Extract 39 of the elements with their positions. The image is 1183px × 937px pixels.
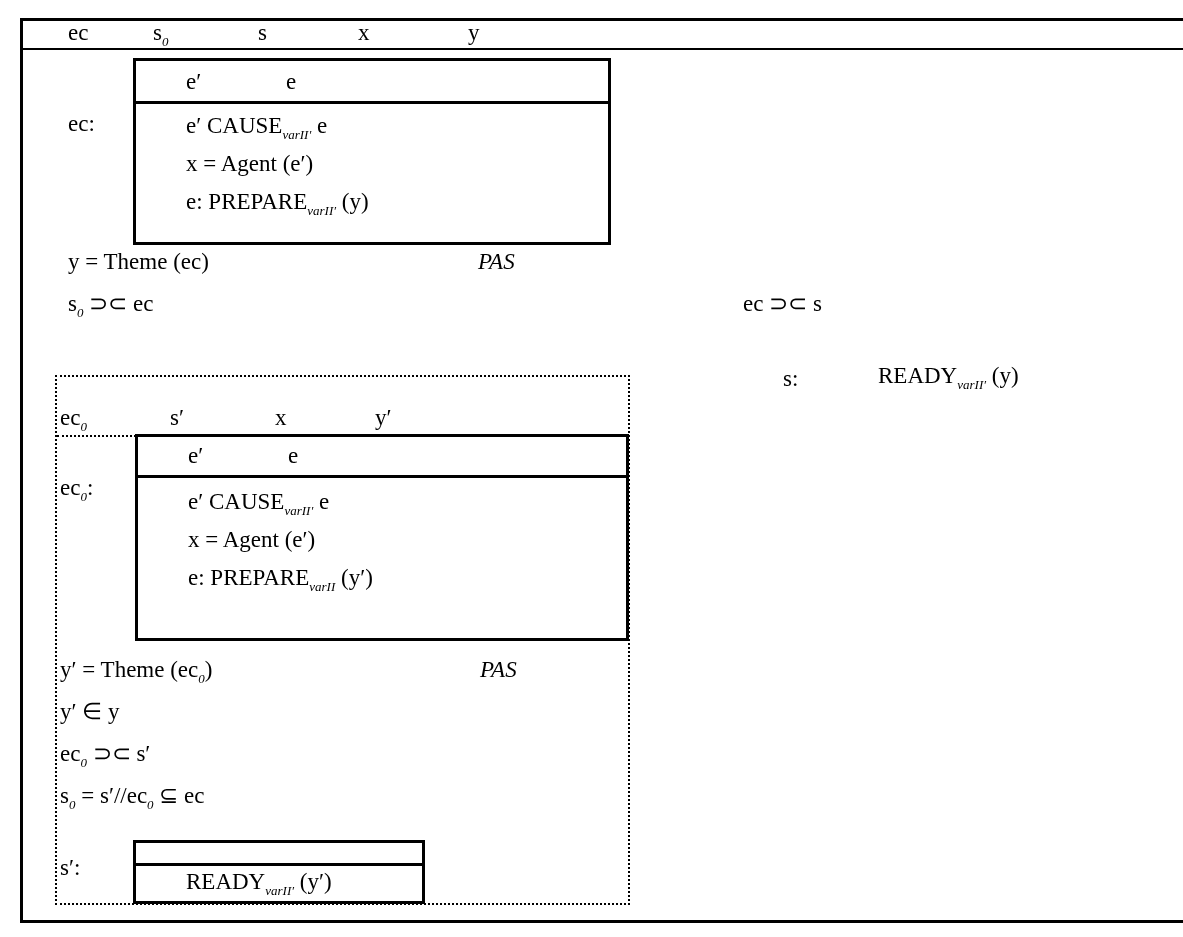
condition-text: READY$_{varII′}$ (y′)	[186, 869, 332, 900]
annotation-text: PAS	[478, 249, 515, 275]
dotted-drs-box	[55, 375, 630, 905]
referent-label: y	[468, 20, 480, 46]
condition-text: y′ = Theme (ec$_{0}$)	[60, 657, 213, 688]
condition-text: e: PREPARE$_{varII′}$ (y)	[186, 189, 369, 220]
condition-text: x = Agent (e′)	[186, 151, 314, 177]
box-label: s:	[783, 366, 799, 392]
referent-label: y′	[375, 405, 392, 431]
condition-text: s$_{0}$ = s′//ec$_{0}$ ⊆ ec	[60, 783, 205, 814]
referent-label: x	[275, 405, 287, 431]
box-label: ec:	[68, 111, 95, 137]
condition-text: ec ⊃⊂ s	[743, 291, 822, 317]
condition-text: READY$_{varII′}$ (y)	[878, 363, 1019, 394]
referent-label: ec$_{0}$	[60, 405, 87, 436]
condition-text: e′ CAUSE$_{varII′}$ e	[188, 489, 330, 520]
drs-box	[133, 58, 611, 245]
referent-label: s	[258, 20, 267, 46]
condition-text: e′ CAUSE$_{varII′}$ e	[186, 113, 328, 144]
referent-label: e′	[188, 443, 204, 469]
referent-label: x	[358, 20, 370, 46]
drs-box	[20, 18, 1183, 923]
condition-text: x = Agent (e′)	[188, 527, 316, 553]
referent-label: s′	[170, 405, 184, 431]
condition-text: e: PREPARE$_{varII}$ (y′)	[188, 565, 373, 596]
referent-label: s$_{0}$	[153, 20, 169, 51]
condition-text: ec$_{0}$ ⊃⊂ s′	[60, 741, 151, 772]
referent-label: e	[288, 443, 299, 469]
condition-text: y = Theme (ec)	[68, 249, 209, 275]
annotation-text: PAS	[480, 657, 517, 683]
drs-box	[135, 434, 629, 641]
referent-label: ec	[68, 20, 89, 46]
box-label: ec$_{0}$:	[60, 475, 94, 506]
condition-text: y′ ∈ y	[60, 699, 120, 725]
condition-text: s$_{0}$ ⊃⊂ ec	[68, 291, 154, 322]
drs-box	[133, 840, 425, 904]
box-label: s′:	[60, 855, 81, 881]
referent-label: e	[286, 69, 297, 95]
referent-label: e′	[186, 69, 202, 95]
